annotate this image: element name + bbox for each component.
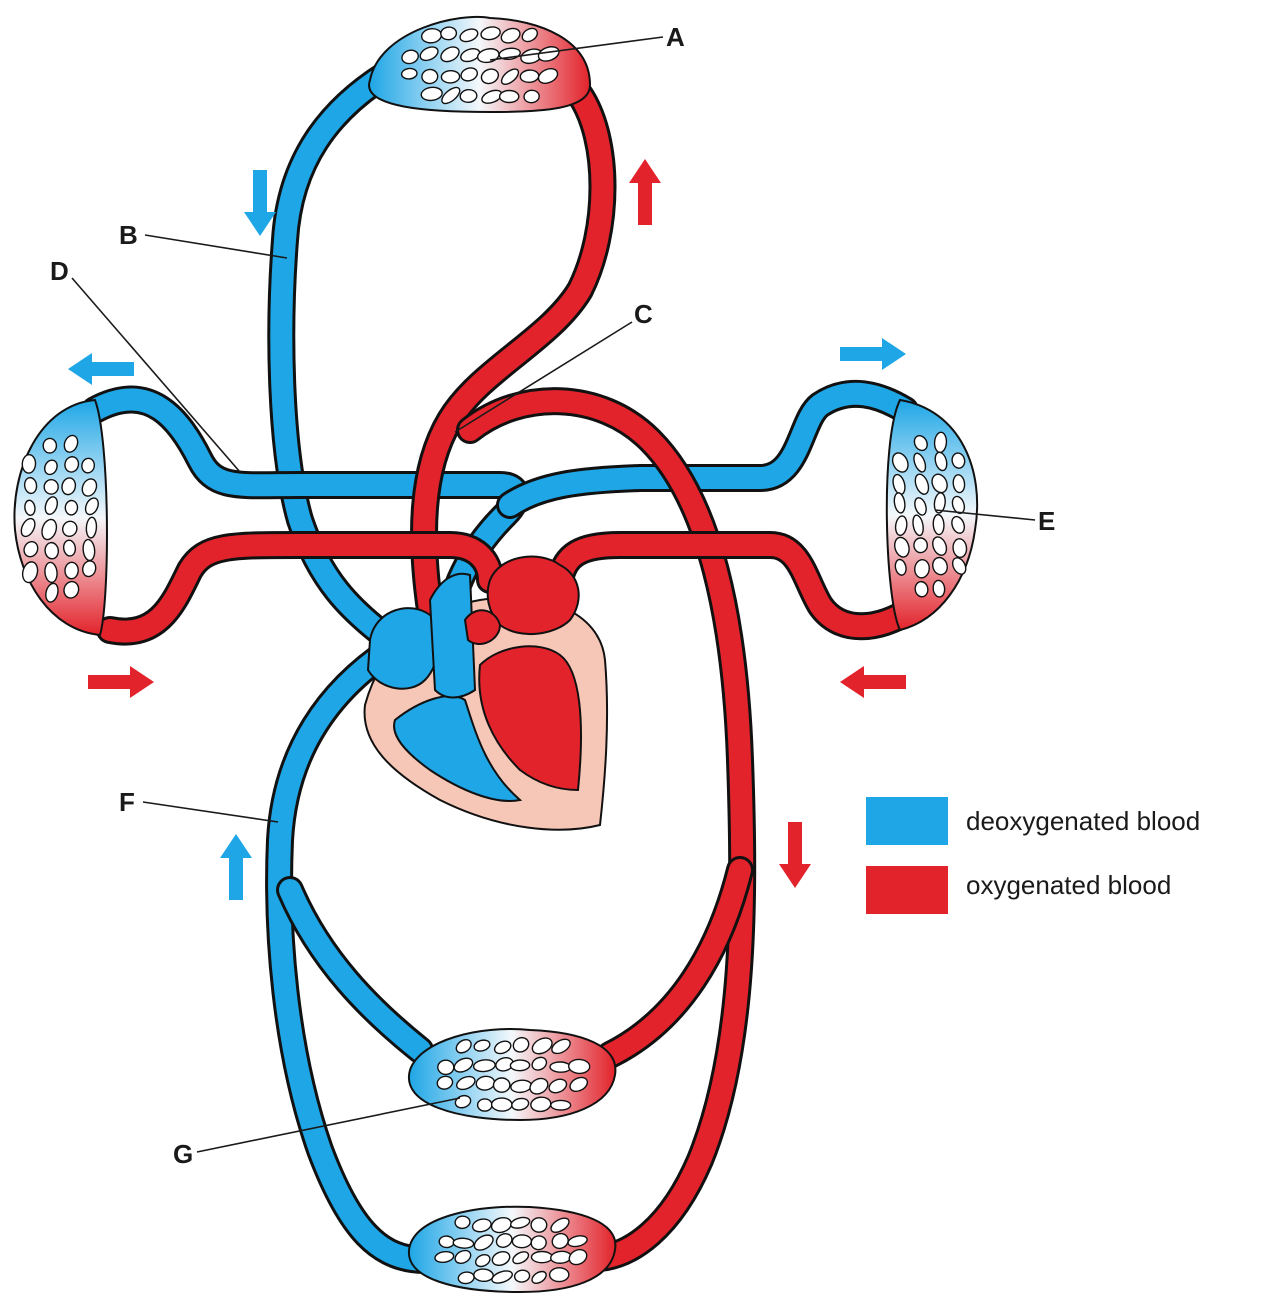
label-C: C: [634, 299, 653, 329]
capillary-bed-right-lung: [887, 400, 977, 630]
legend-swatch-oxygenated: [866, 866, 948, 914]
capillary-bed-lower: [409, 1207, 616, 1292]
capillary-cell: [510, 1060, 530, 1071]
capillary-cell: [549, 1268, 568, 1282]
capillary-cell: [531, 1218, 547, 1233]
label-A: A: [666, 22, 685, 52]
capillary-cell: [473, 1269, 493, 1282]
label-F: F: [119, 787, 135, 817]
capillary-cell: [65, 562, 79, 579]
label-E: E: [1038, 506, 1055, 536]
capillary-bed-left-lung: [14, 400, 107, 635]
capillary-cell: [550, 1062, 571, 1073]
leader-F: [143, 802, 278, 822]
capillary-cell: [22, 454, 36, 473]
capillary-cell: [478, 1099, 492, 1111]
arrow-up-blue-bottom: [220, 834, 252, 900]
capillary-cell: [438, 1060, 454, 1074]
legend-swatch-deoxygenated: [866, 797, 948, 845]
capillary-cell: [441, 70, 460, 83]
heart: [365, 557, 608, 830]
capillary-cell: [439, 1235, 455, 1248]
legend: deoxygenated blood oxygenated blood: [866, 797, 1200, 914]
legend-label-deoxygenated: deoxygenated blood: [966, 806, 1200, 836]
capillary-cell: [512, 1235, 531, 1248]
arrow-left-blue-left: [68, 353, 134, 385]
label-D: D: [50, 256, 69, 286]
leader-B: [145, 235, 287, 258]
arrow-down-red-bottom: [779, 822, 811, 888]
arrow-right-red-left: [88, 666, 154, 698]
capillary-cell: [551, 1100, 571, 1110]
label-B: B: [119, 220, 138, 250]
capillary-cell: [500, 91, 519, 103]
capillary-cell: [44, 479, 59, 494]
arrow-right-blue-right: [840, 338, 906, 370]
capillary-cell: [532, 1252, 553, 1263]
capillary-bed-head: [369, 17, 590, 112]
legend-label-oxygenated: oxygenated blood: [966, 870, 1171, 900]
arrow-up-red-top: [629, 159, 661, 225]
right-atrium: [368, 608, 439, 689]
capillary-cell: [65, 500, 78, 515]
capillary-cell: [491, 1098, 512, 1111]
left-atrium: [488, 557, 579, 634]
label-G: G: [173, 1139, 193, 1169]
arrow-down-blue-top: [244, 170, 276, 236]
capillary-cell: [568, 1059, 589, 1074]
capillary-cell: [43, 438, 56, 453]
capillary-cell: [914, 538, 928, 553]
arrow-left-red-right: [840, 666, 906, 698]
capillary-bed-gut: [409, 1029, 616, 1120]
aorta: [470, 401, 742, 1258]
capillary-cell: [493, 1078, 510, 1092]
